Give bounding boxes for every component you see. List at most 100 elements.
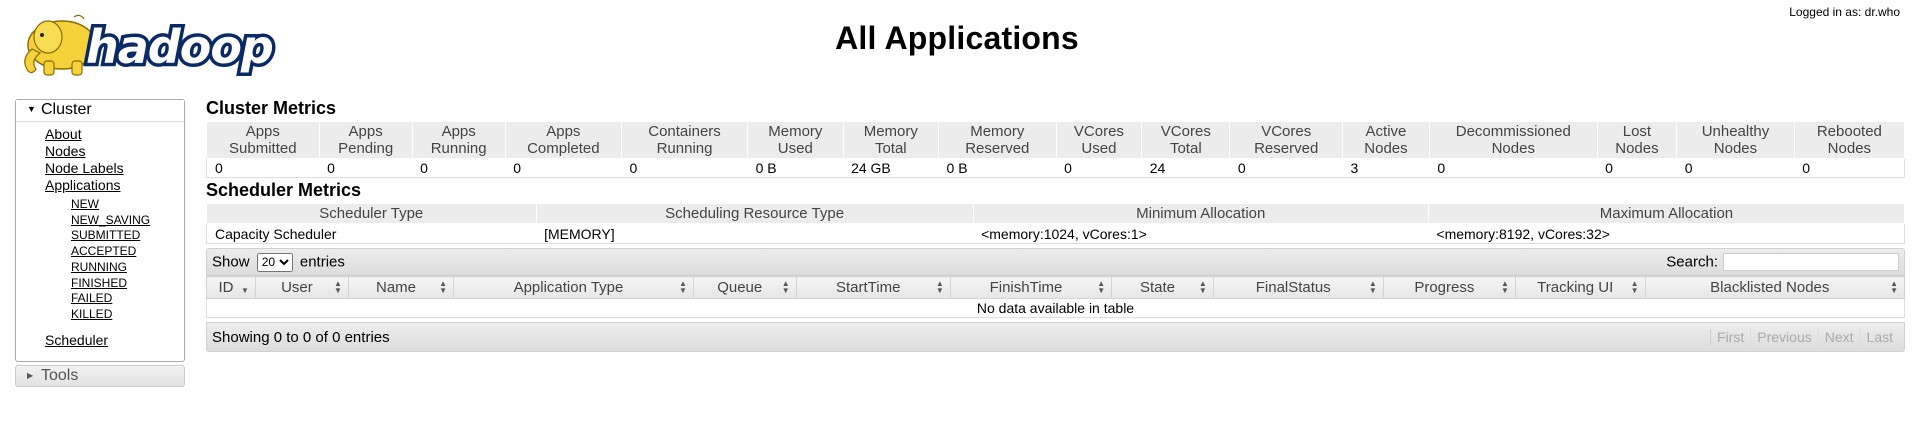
metric-link[interactable]: 0	[1437, 160, 1446, 176]
sort-both-icon: ▲▼	[1890, 279, 1898, 295]
column-header-starttime[interactable]: StartTime▲▼	[795, 276, 951, 299]
pager-first-button[interactable]: First	[1710, 329, 1750, 345]
metric-value-active-nodes: 3	[1342, 158, 1430, 178]
metric-header-line: Containers	[648, 123, 721, 140]
scheduler-value-maximum-allocation: <memory:8192, vCores:32>	[1428, 223, 1905, 244]
column-header-tracking-ui[interactable]: Tracking UI▲▼	[1514, 276, 1646, 299]
column-header-application-type[interactable]: Application Type▲▼	[453, 276, 694, 299]
column-header-name[interactable]: Name▲▼	[347, 276, 455, 299]
nav-link-applications[interactable]: Applications	[45, 177, 121, 193]
metric-value-apps-submitted: 0	[206, 158, 320, 178]
column-label: FinishTime	[989, 279, 1063, 296]
triangle-down-icon: ▼	[27, 104, 36, 115]
column-label: StartTime	[835, 279, 901, 296]
nav-link-state-submitted[interactable]: SUBMITTED	[71, 228, 141, 243]
column-label: State	[1139, 279, 1175, 296]
metric-value: 24 GB	[851, 160, 891, 176]
metric-header-line: Decommissioned	[1455, 123, 1571, 140]
column-label: Name	[375, 279, 416, 296]
table-controls: Show 20 entries Search:	[206, 248, 1905, 276]
column-header-finalstatus[interactable]: FinalStatus▲▼	[1212, 276, 1384, 299]
scheduler-metrics-title: Scheduler Metrics	[206, 180, 362, 200]
logged-in-user: Logged in as: dr.who	[1789, 5, 1900, 19]
column-header-user[interactable]: User▲▼	[254, 276, 349, 299]
cluster-section-header[interactable]: ▼Cluster	[16, 100, 184, 121]
metric-value-vcores-reserved: 0	[1229, 158, 1343, 178]
pagination: First Previous Next Last	[1710, 329, 1899, 345]
search-input[interactable]	[1723, 253, 1899, 271]
pager-previous-button[interactable]: Previous	[1750, 329, 1817, 345]
nav-link-state-failed[interactable]: FAILED	[71, 291, 113, 306]
scheduler-value-scheduler-type: Capacity Scheduler	[206, 223, 537, 244]
nav-link-state-killed[interactable]: KILLED	[71, 306, 113, 321]
metric-header-line: Nodes	[1364, 140, 1408, 157]
column-header-queue[interactable]: Queue▲▼	[692, 276, 797, 299]
nav-link-state-new[interactable]: NEW	[71, 197, 99, 211]
page-length-select[interactable]: 20	[256, 252, 293, 272]
pager-last-button[interactable]: Last	[1859, 329, 1899, 345]
column-header-state[interactable]: State▲▼	[1111, 276, 1214, 299]
nav-link-state-running[interactable]: RUNNING	[71, 259, 127, 274]
metric-header-line: VCores	[1073, 123, 1124, 140]
search-label: Search:	[1666, 253, 1718, 271]
column-label: User	[281, 279, 313, 296]
sort-both-icon: ▲▼	[1630, 279, 1639, 295]
metric-header-line: VCores	[1160, 123, 1211, 140]
metric-link[interactable]: 0	[1605, 160, 1613, 176]
nav-link-node-labels[interactable]: Node Labels	[45, 160, 124, 176]
metric-header-line: Lost	[1622, 123, 1652, 140]
metric-header-line: Reserved	[1254, 140, 1319, 157]
nav-link-about[interactable]: About	[45, 126, 82, 142]
entries-label: entries	[299, 253, 345, 270]
nav-link-nodes[interactable]: Nodes	[45, 143, 86, 159]
nav-link-state-accepted[interactable]: ACCEPTED	[71, 244, 137, 259]
metric-header-line: Rebooted	[1816, 123, 1882, 140]
scheduler-value-minimum-allocation: <memory:1024, vCores:1>	[973, 223, 1429, 244]
scheduler-header-scheduling-resource-type: Scheduling Resource Type	[535, 203, 974, 224]
column-label: Progress	[1414, 279, 1475, 296]
tools-section-header[interactable]: ▶Tools	[15, 364, 185, 387]
metric-header-line: Nodes	[1827, 140, 1872, 157]
search-control: Search:	[1666, 253, 1899, 271]
metric-link[interactable]: 0	[1684, 160, 1693, 176]
nav-link-state-finished[interactable]: FINISHED	[71, 275, 128, 290]
triangle-right-icon: ▶	[27, 370, 34, 380]
scheduler-header-scheduler-type: Scheduler Type	[206, 203, 537, 224]
metric-link[interactable]: 0	[1802, 160, 1811, 176]
pager-next-button[interactable]: Next	[1817, 329, 1860, 345]
hadoop-logo[interactable]: hadoop	[14, 5, 318, 79]
metric-value: 0	[629, 160, 638, 176]
column-header-id[interactable]: ID▼	[206, 276, 256, 299]
app-state-links: NEW NEW_SAVING SUBMITTED ACCEPTED RUNNIN…	[45, 197, 184, 323]
metric-header-line: VCores	[1261, 123, 1312, 140]
metric-value-rebooted-nodes: 0	[1794, 158, 1905, 178]
metric-value-unhealthy-nodes: 0	[1676, 158, 1795, 178]
metric-link[interactable]: 3	[1350, 160, 1359, 176]
column-header-progress[interactable]: Progress▲▼	[1382, 276, 1516, 299]
table-footer: Showing 0 to 0 of 0 entries First Previo…	[206, 322, 1905, 352]
cluster-metrics-title: Cluster Metrics	[206, 98, 337, 118]
column-header-blacklisted-nodes[interactable]: Blacklisted Nodes▲▼	[1644, 276, 1906, 299]
metric-value: 0	[327, 160, 335, 176]
nav-link-scheduler[interactable]: Scheduler	[45, 331, 109, 348]
column-header-finishtime[interactable]: FinishTime▲▼	[949, 276, 1113, 299]
metric-value: 0	[1237, 160, 1246, 176]
metric-value-apps-running: 0	[412, 158, 506, 178]
metric-value: 24	[1149, 160, 1166, 176]
scheduler-value-scheduling-resource-type: [MEMORY]	[536, 223, 974, 244]
metric-header-line: Total	[1169, 140, 1202, 157]
nav-link-state-new-saving[interactable]: NEW_SAVING	[71, 212, 151, 227]
